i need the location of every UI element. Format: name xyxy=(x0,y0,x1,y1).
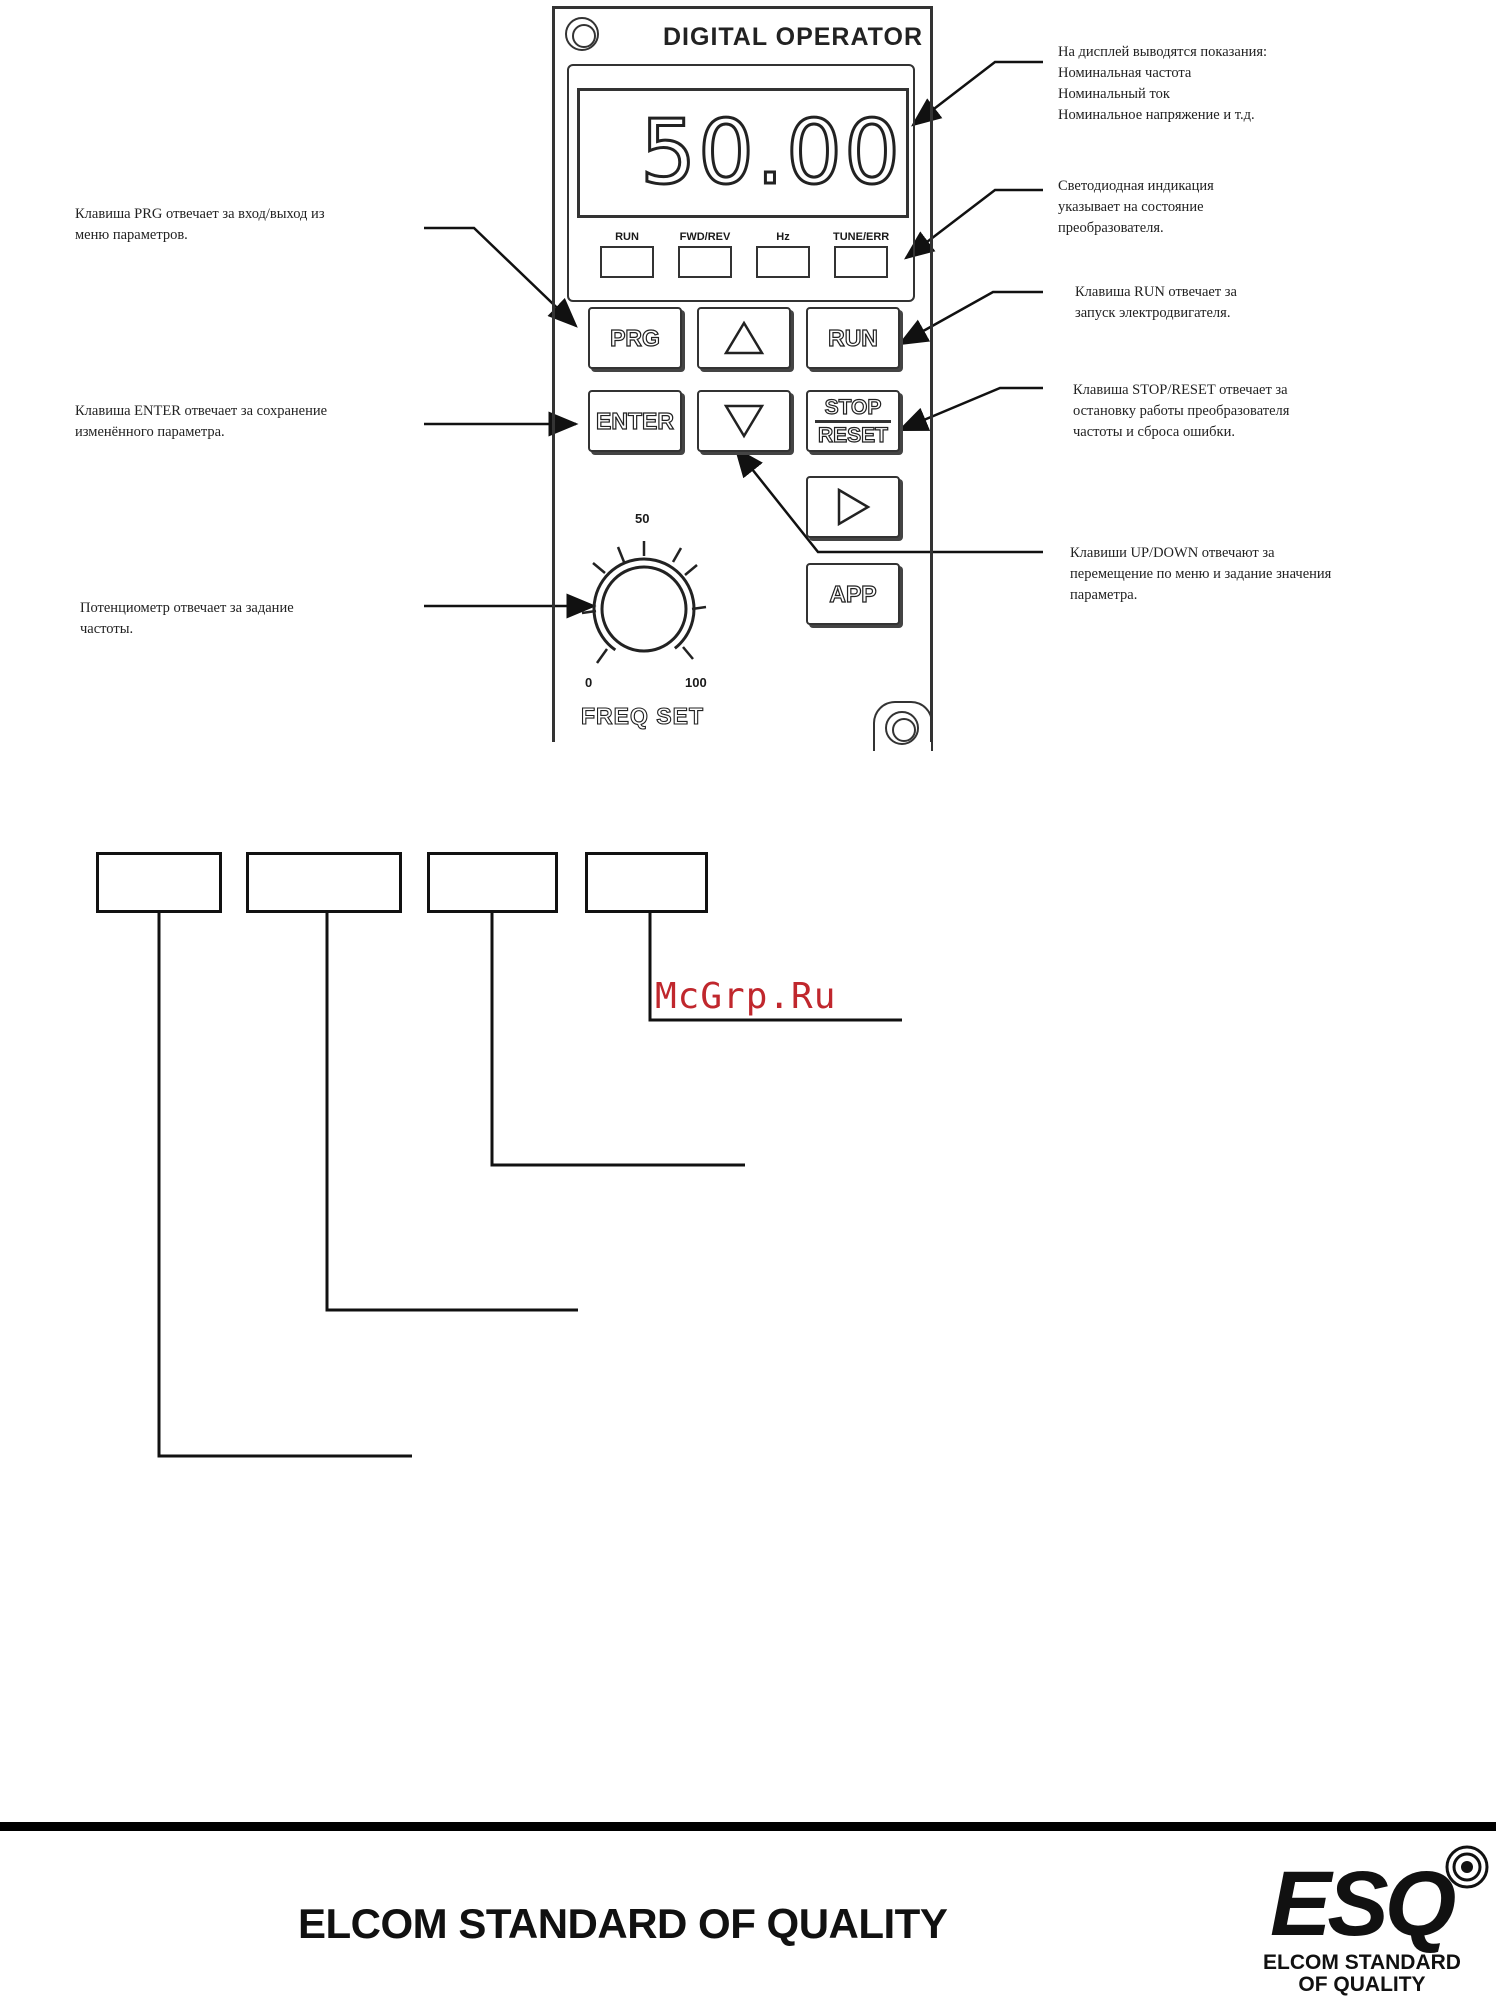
note-line: меню параметров. xyxy=(75,227,188,243)
arrow-leds xyxy=(904,188,1043,260)
footer-slogan: ELCOM STANDARD OF QUALITY xyxy=(298,1900,948,1947)
esq-logo: ESQ ELCOM STANDARD OF QUALITY xyxy=(1262,1840,1494,1996)
screw-icon xyxy=(565,17,599,51)
freq-set-label: FREQ SET xyxy=(580,702,705,729)
led-tune-err: TUNE/ERR xyxy=(833,231,889,287)
led-fwd-rev: FWD/REV xyxy=(677,231,733,287)
shift-button[interactable] xyxy=(806,476,900,538)
knob-ticks xyxy=(581,541,707,664)
note-enter: Клавиша ENTER отвечает за сохранение изм… xyxy=(75,401,327,443)
divider xyxy=(815,419,891,423)
watermark: McGrp.Ru xyxy=(655,976,837,1017)
note-leds: Светодиодная индикация указывает на сост… xyxy=(1058,176,1214,239)
arrow-display xyxy=(911,60,1043,127)
leader-1 xyxy=(157,913,412,1458)
code-leaders xyxy=(157,913,902,1458)
led-label: Hz xyxy=(776,231,790,243)
note-line: Номинальное напряжение и т.д. xyxy=(1058,107,1255,123)
note-line: Номинальная частота xyxy=(1058,65,1192,81)
note-line: На дисплей выводятся показания: xyxy=(1058,44,1268,60)
note-pot: Потенциометр отвечает за задание частоты… xyxy=(80,598,294,640)
reset-label: RESET xyxy=(817,423,888,447)
note-line: преобразователя. xyxy=(1058,220,1164,236)
down-button[interactable] xyxy=(697,390,791,452)
led-display: 50.00 xyxy=(577,88,909,218)
note-run: Клавиша RUN отвечает за запуск электродв… xyxy=(1075,282,1237,324)
note-updown: Клавиши UP/DOWN отвечают за перемещение … xyxy=(1070,543,1331,606)
enter-button[interactable]: ENTER xyxy=(588,390,682,452)
note-line: Клавиши UP/DOWN отвечают за xyxy=(1070,545,1275,561)
code-box-1 xyxy=(96,852,222,913)
leader-2 xyxy=(325,913,578,1312)
code-box-4 xyxy=(585,852,708,913)
note-line: перемещение по меню и задание значения xyxy=(1070,566,1332,582)
code-box-2 xyxy=(246,852,402,913)
stop-reset-button[interactable]: STOP RESET xyxy=(806,390,900,452)
triangle-down-icon xyxy=(723,404,765,439)
note-line: Клавиша STOP/RESET отвечает за xyxy=(1073,382,1288,398)
logo-text: ESQ xyxy=(1270,1853,1456,1955)
note-line: Клавиша RUN отвечает за xyxy=(1075,284,1237,300)
freq-potentiometer[interactable] xyxy=(555,9,935,745)
knob-min-label: 0 xyxy=(585,675,593,690)
led-hz: Hz xyxy=(755,231,811,287)
note-line: остановку работы преобразователя xyxy=(1073,403,1290,419)
knob-icon xyxy=(600,565,688,653)
arrow-stop xyxy=(897,386,1043,432)
led-label: RUN xyxy=(615,231,639,243)
note-display: На дисплей выводятся показания: Номиналь… xyxy=(1058,42,1267,126)
knob-mid-label: 50 xyxy=(635,511,650,526)
note-line: изменённого параметра. xyxy=(75,424,225,440)
note-line: запуск электродвигателя. xyxy=(1075,305,1231,321)
up-button[interactable] xyxy=(697,307,791,369)
note-line: Клавиша PRG отвечает за вход/выход из xyxy=(75,206,325,222)
display-frame xyxy=(567,64,915,302)
note-line: параметра. xyxy=(1070,587,1138,603)
note-line: частоты. xyxy=(80,621,134,637)
led-label: TUNE/ERR xyxy=(833,231,890,243)
knob-max-label: 100 xyxy=(685,675,707,690)
led-indicator xyxy=(678,246,732,278)
led-run: RUN xyxy=(599,231,655,287)
registered-swirl-icon xyxy=(1445,1845,1489,1889)
note-line: Светодиодная индикация xyxy=(1058,178,1214,194)
led-indicator xyxy=(834,246,888,278)
footer-rule xyxy=(0,1822,1496,1831)
arrow-prg xyxy=(424,226,578,328)
note-line: частоты и сброса ошибки. xyxy=(1073,424,1235,440)
run-button[interactable]: RUN xyxy=(806,307,900,369)
logo-subtitle-2: OF QUALITY xyxy=(1298,1973,1426,1996)
note-line: указывает на состояние xyxy=(1058,199,1204,215)
note-line: Клавиша ENTER отвечает за сохранение xyxy=(75,403,328,419)
display-value: 50.00 xyxy=(639,100,902,206)
led-indicator xyxy=(600,246,654,278)
stop-label: STOP xyxy=(824,395,882,419)
app-button[interactable]: APP xyxy=(806,563,900,625)
led-label: FWD/REV xyxy=(679,231,731,243)
prg-button[interactable]: PRG xyxy=(588,307,682,369)
leader-3 xyxy=(490,913,745,1167)
note-prg: Клавиша PRG отвечает за вход/выход из ме… xyxy=(75,204,325,246)
logo-subtitle-1: ELCOM STANDARD xyxy=(1263,1951,1461,1974)
digital-operator-panel: DIGITAL OPERATOR 50.00 RUN FWD/REV Hz TU… xyxy=(552,6,935,751)
note-stop: Клавиша STOP/RESET отвечает за остановку… xyxy=(1073,380,1289,443)
screw-icon xyxy=(885,711,919,745)
triangle-right-icon xyxy=(837,487,871,527)
triangle-up-icon xyxy=(723,320,765,355)
note-line: Потенциометр отвечает за задание xyxy=(80,600,294,616)
panel-title: DIGITAL OPERATOR xyxy=(663,23,923,51)
code-box-3 xyxy=(427,852,558,913)
panel-corner xyxy=(873,701,933,751)
leader-4 xyxy=(648,913,902,1022)
note-line: Номинальный ток xyxy=(1058,86,1170,102)
led-indicator xyxy=(756,246,810,278)
arrow-updown xyxy=(734,447,1043,554)
